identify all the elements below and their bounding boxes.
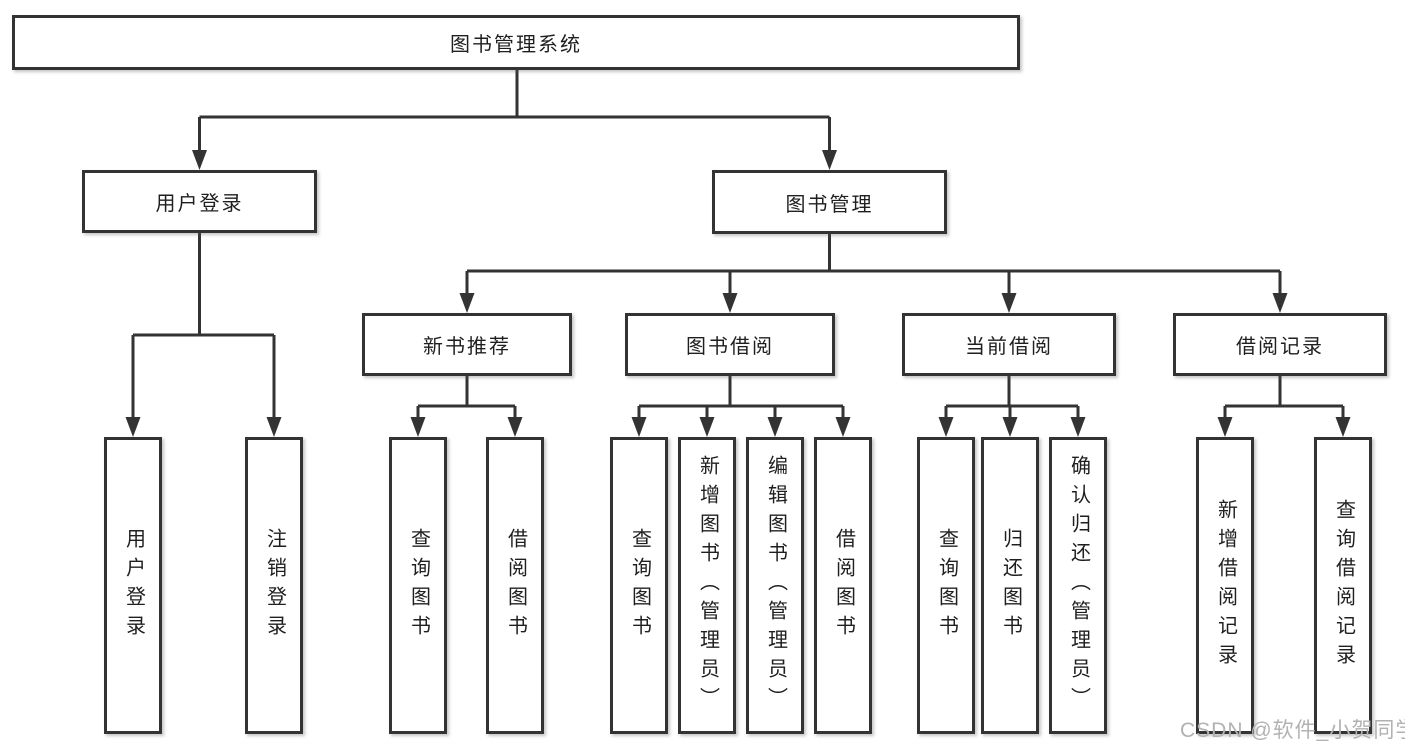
csdn-watermark: CSDN @软件_小贺同学 (1180, 719, 1405, 742)
leaf-records-add-record: 新增借阅记录 (1196, 437, 1254, 734)
node-library-system: 图书管理系统 (12, 15, 1020, 70)
node-label: 借阅图书 (832, 527, 855, 644)
leaf-recommend-query-books: 查询图书 (389, 437, 447, 734)
leaf-borrow-borrow-books: 借阅图书 (814, 437, 872, 734)
leaf-records-query-record: 查询借阅记录 (1314, 437, 1372, 734)
leaf-borrow-add-books-admin: 新增图书（管理员） (678, 437, 736, 734)
node-label: 查询借阅记录 (1332, 498, 1355, 673)
leaf-borrow-query-books: 查询图书 (610, 437, 668, 734)
leaf-user-login: 用户登录 (104, 437, 162, 734)
node-label: 图书借阅 (686, 336, 774, 358)
leaf-current-return-books: 归还图书 (981, 437, 1039, 734)
node-book-management: 图书管理 (712, 170, 947, 234)
node-label: 新书推荐 (423, 336, 511, 358)
node-label: 借阅记录 (1236, 336, 1324, 358)
leaf-borrow-edit-books-admin: 编辑图书（管理员） (746, 437, 804, 734)
node-label: 新增图书（管理员） (696, 455, 719, 716)
node-label: 编辑图书（管理员） (764, 455, 787, 716)
node-label: 借阅图书 (504, 527, 527, 644)
node-label: 归还图书 (999, 527, 1022, 644)
node-current-borrow: 当前借阅 (902, 313, 1116, 376)
node-label: 用户登录 (155, 193, 244, 215)
node-label: 当前借阅 (965, 336, 1053, 358)
connector-lines (131, 70, 1345, 422)
node-label: 注销登录 (263, 527, 286, 644)
node-label: 用户登录 (122, 527, 145, 644)
node-label: 确认归还（管理员） (1067, 455, 1090, 716)
node-label: 查询图书 (407, 527, 430, 644)
leaf-recommend-borrow-books: 借阅图书 (486, 437, 544, 734)
node-label: 新增借阅记录 (1214, 498, 1237, 673)
node-label: 查询图书 (628, 527, 651, 644)
node-label: 图书管理 (785, 193, 874, 216)
leaf-current-confirm-return-admin: 确认归还（管理员） (1049, 437, 1107, 734)
node-borrow-records: 借阅记录 (1173, 313, 1387, 376)
node-new-book-recommend: 新书推荐 (362, 313, 572, 376)
leaf-logout: 注销登录 (245, 437, 303, 734)
node-label: 查询图书 (935, 527, 958, 644)
node-user-login: 用户登录 (82, 170, 317, 233)
leaf-current-query-books: 查询图书 (917, 437, 975, 734)
node-book-borrow: 图书借阅 (625, 313, 835, 376)
node-label: 图书管理系统 (450, 34, 582, 56)
